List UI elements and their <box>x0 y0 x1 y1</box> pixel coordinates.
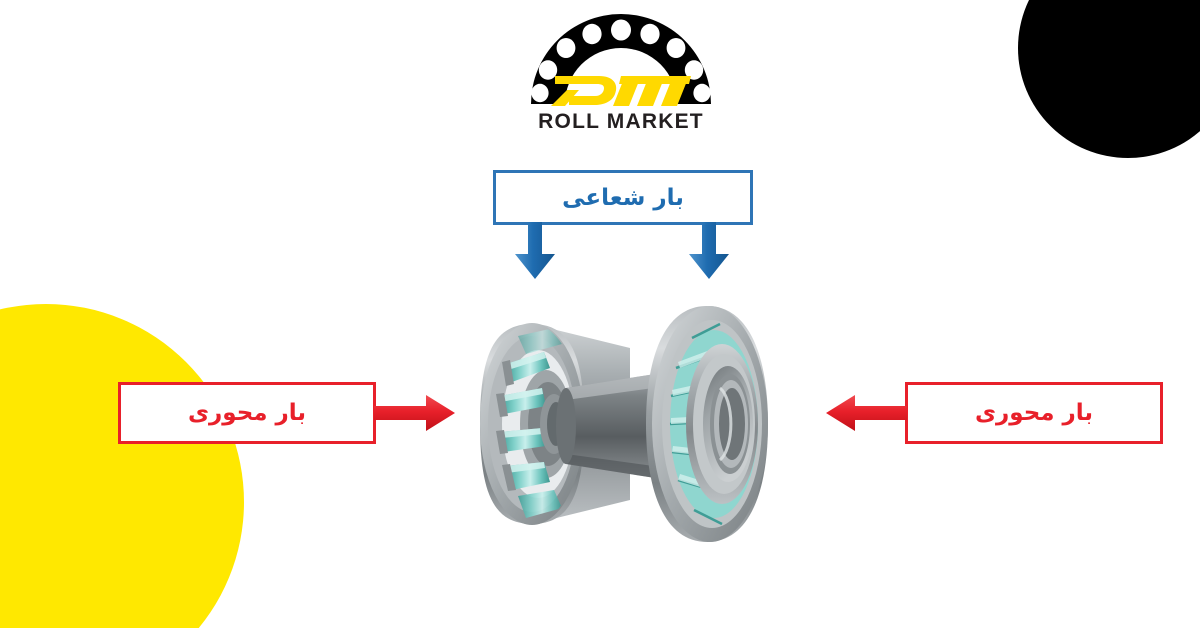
radial-load-box: بار شعاعی <box>493 170 753 225</box>
radial-load-annotation: بار شعاعی <box>493 170 753 285</box>
yellow-circle-decoration <box>0 304 244 628</box>
axial-load-right-box: بار محوری <box>905 382 1163 444</box>
radial-load-label: بار شعاعی <box>562 184 684 211</box>
bearing-arch-logo-icon <box>531 14 711 106</box>
brand-name: ROLL MARKET <box>538 110 704 133</box>
axial-load-right-label: بار محوری <box>974 400 1094 426</box>
axial-load-left-box: بار محوری <box>118 382 376 444</box>
axial-load-right-annotation: بار محوری <box>823 382 1163 444</box>
axial-load-left-label: بار محوری <box>187 400 307 426</box>
axial-load-left-annotation: بار محوری <box>118 382 458 444</box>
radial-arrow-down-right-icon <box>689 222 729 279</box>
tapered-roller-bearing-illustration <box>480 306 768 542</box>
black-circle-decoration <box>1018 0 1200 158</box>
axial-arrow-right-icon <box>374 395 455 431</box>
axial-arrow-left-icon <box>826 395 907 431</box>
brand-logo: ROLL MARKET <box>521 6 721 141</box>
radial-arrow-down-left-icon <box>515 222 555 279</box>
